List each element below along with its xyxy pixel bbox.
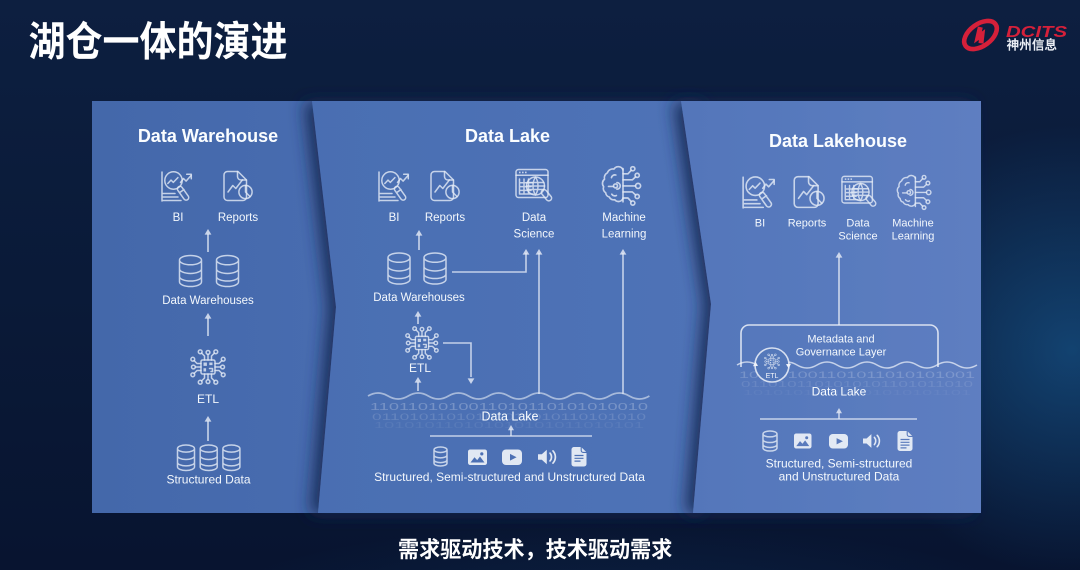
svg-text:ETL: ETL <box>766 373 779 380</box>
svg-text:BI: BI <box>755 218 765 230</box>
svg-text:Reports: Reports <box>218 212 259 224</box>
svg-text:Learning: Learning <box>892 231 935 243</box>
svg-text:and Unstructured Data: and Unstructured Data <box>779 470 900 484</box>
svg-text:Data: Data <box>522 212 547 224</box>
svg-text:Data: Data <box>846 218 870 230</box>
svg-text:10101011010101010101101: 10101011010101010101101 <box>743 388 971 397</box>
svg-text:Structured, Semi-structured an: Structured, Semi-structured and Unstruct… <box>374 470 645 484</box>
svg-text:Data Lake: Data Lake <box>465 126 550 146</box>
svg-text:ETL: ETL <box>409 361 431 375</box>
svg-text:Reports: Reports <box>425 212 466 224</box>
svg-text:BI: BI <box>173 212 184 224</box>
svg-text:Data Lake: Data Lake <box>812 385 867 399</box>
svg-text:01101011010101011010110101010: 01101011010101011010110101010 <box>372 412 646 422</box>
svg-text:Structured, Semi-structured: Structured, Semi-structured <box>766 457 913 471</box>
svg-text:101010110101010101011010101: 101010110101010101011010101 <box>374 421 645 430</box>
svg-text:Science: Science <box>838 231 877 243</box>
svg-text:Data Warehouses: Data Warehouses <box>162 295 254 307</box>
svg-text:BI: BI <box>389 212 400 224</box>
svg-text:Reports: Reports <box>788 218 827 230</box>
svg-text:101101001101011010101001: 101101001101011010101001 <box>739 370 975 381</box>
svg-text:0110101101010101101011010: 0110101101010101101011010 <box>741 380 974 389</box>
svg-text:Governance Layer: Governance Layer <box>796 347 887 359</box>
svg-text:Machine: Machine <box>602 212 645 224</box>
svg-text:Data Lakehouse: Data Lakehouse <box>769 131 907 151</box>
svg-text:DCITS: DCITS <box>1006 24 1067 41</box>
svg-text:Learning: Learning <box>602 229 647 241</box>
svg-text:Data Warehouse: Data Warehouse <box>138 126 278 146</box>
svg-text:1101101010011010110101010010: 1101101010011010110101010010 <box>370 401 648 413</box>
svg-text:ETL: ETL <box>197 392 219 406</box>
svg-text:Science: Science <box>514 229 555 241</box>
svg-text:Data Warehouses: Data Warehouses <box>373 292 465 304</box>
svg-text:Structured Data: Structured Data <box>166 473 250 487</box>
svg-text:Data Lake: Data Lake <box>482 410 539 424</box>
svg-text:Machine: Machine <box>892 218 934 230</box>
svg-text:Metadata and: Metadata and <box>807 334 874 346</box>
